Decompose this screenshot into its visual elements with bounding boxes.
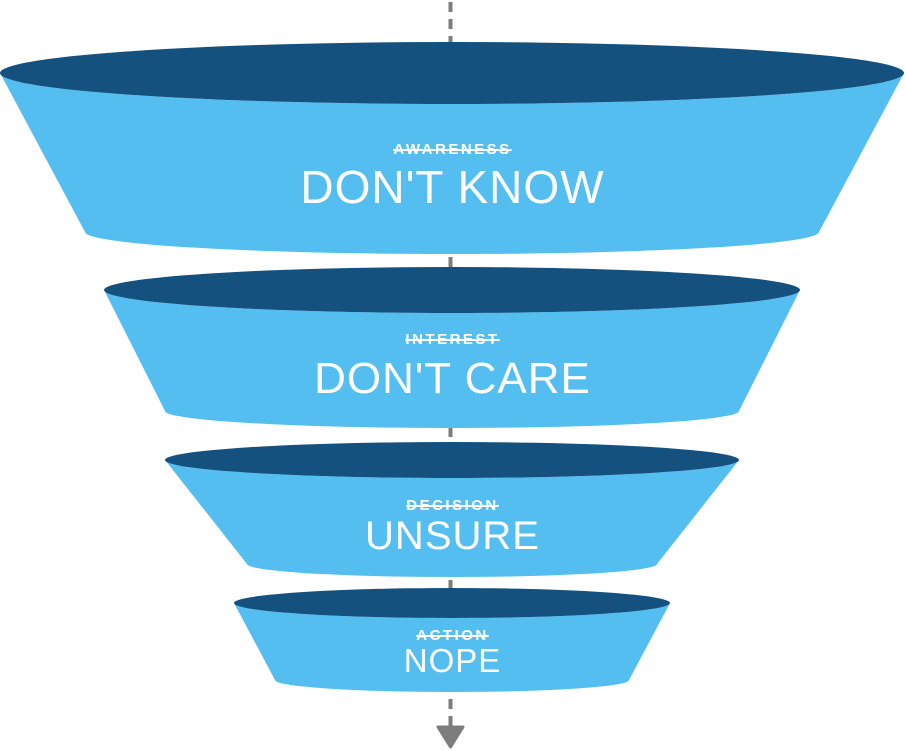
stage-rim-ellipse: [165, 442, 739, 478]
stage-rim-ellipse: [0, 42, 904, 104]
stage-rim-ellipse: [234, 588, 670, 618]
stage-rim-ellipse: [104, 267, 800, 313]
funnel-stage-decision: [165, 442, 739, 577]
arrow-down-icon: [436, 725, 465, 749]
funnel-stage-awareness: [0, 42, 904, 254]
funnel-stage-action: [234, 588, 670, 692]
funnel-stage-interest: [104, 267, 800, 428]
stage-body-shape: [104, 290, 800, 428]
stage-body-shape: [0, 73, 904, 254]
stage-body-shape: [165, 460, 739, 577]
stage-body-shape: [234, 603, 670, 692]
